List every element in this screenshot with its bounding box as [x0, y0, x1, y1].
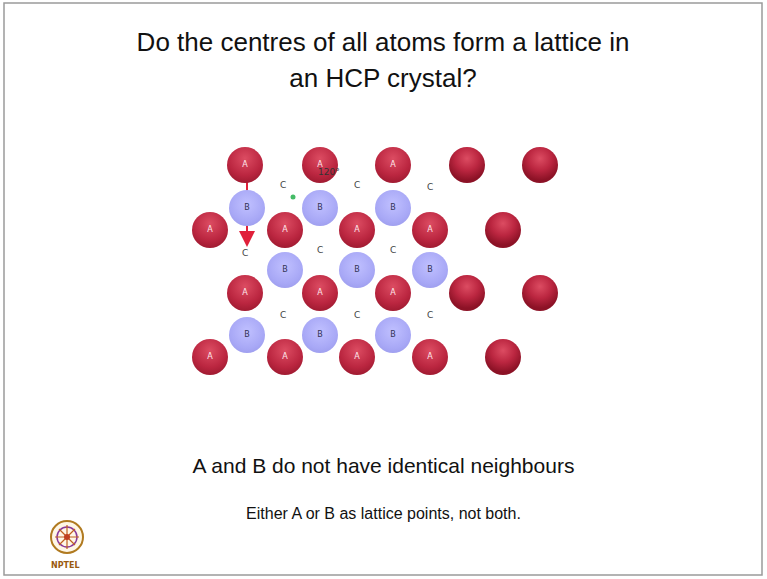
site-c-label: C — [427, 182, 433, 192]
atom-label: B — [390, 204, 396, 212]
slide-title: Do the centres of all atoms form a latti… — [133, 24, 633, 96]
atom-b: B — [229, 190, 265, 226]
atom-a: A — [302, 275, 338, 311]
atom-a: A — [227, 275, 263, 311]
atom-label: A — [282, 226, 287, 234]
atom-label: B — [354, 266, 360, 274]
atom-label: A — [427, 226, 432, 234]
site-c-label: C — [354, 310, 360, 320]
atom-b: B — [302, 317, 338, 353]
site-c-label: C — [280, 180, 286, 190]
slide-caption: A and B do not have identical neighbours — [0, 454, 767, 478]
slide-note: Either A or B as lattice points, not bot… — [0, 505, 767, 523]
atom-label: A — [354, 226, 359, 234]
atom-label: B — [390, 331, 396, 339]
atom-label: A — [242, 289, 247, 297]
atom-label: B — [244, 331, 250, 339]
atom-a: A — [375, 147, 411, 183]
atom-a: A — [267, 212, 303, 248]
site-c-label: C — [390, 245, 396, 255]
atom-label: B — [244, 204, 250, 212]
site-c-label: C — [317, 245, 323, 255]
atom-a: A — [267, 339, 303, 375]
atom-b: B — [229, 317, 265, 353]
atom-label: A — [354, 353, 359, 361]
atom-b: B — [267, 252, 303, 288]
atom-label: A — [282, 353, 287, 361]
site-c-label: C — [242, 248, 248, 258]
atom-label: B — [427, 266, 433, 274]
atom-a: A — [412, 339, 448, 375]
atom-label: A — [390, 289, 395, 297]
site-c-label: C — [354, 180, 360, 190]
atom-label: A — [207, 353, 212, 361]
atom-a: A — [192, 212, 228, 248]
atom-b: B — [339, 252, 375, 288]
atom-label: A — [317, 289, 322, 297]
slide-frame — [4, 3, 762, 575]
atom-a: A — [339, 339, 375, 375]
atom-b: B — [375, 190, 411, 226]
marker-dot — [291, 195, 296, 200]
site-c-label: C — [280, 310, 286, 320]
nptel-logo — [51, 521, 83, 553]
atom-label: A — [427, 353, 432, 361]
angle-label: 120° — [318, 167, 340, 177]
atom-b: B — [375, 317, 411, 353]
atom-a: A — [192, 339, 228, 375]
site-c-label: C — [427, 310, 433, 320]
atom-a: A — [375, 275, 411, 311]
atom-label: A — [207, 226, 212, 234]
atom-a: A — [302, 147, 338, 183]
atom-a: A — [412, 212, 448, 248]
atom-label: A — [390, 161, 395, 169]
plain-atoms — [449, 147, 558, 375]
atom-b: B — [302, 190, 338, 226]
atom-label: B — [317, 331, 323, 339]
atom-label: B — [282, 266, 288, 274]
atom-label: A — [242, 161, 247, 169]
atom-label: B — [317, 204, 323, 212]
atom-b: B — [412, 252, 448, 288]
atom-a: A — [339, 212, 375, 248]
logo-text: NPTEL — [51, 561, 80, 570]
atom-a: A — [227, 147, 263, 183]
